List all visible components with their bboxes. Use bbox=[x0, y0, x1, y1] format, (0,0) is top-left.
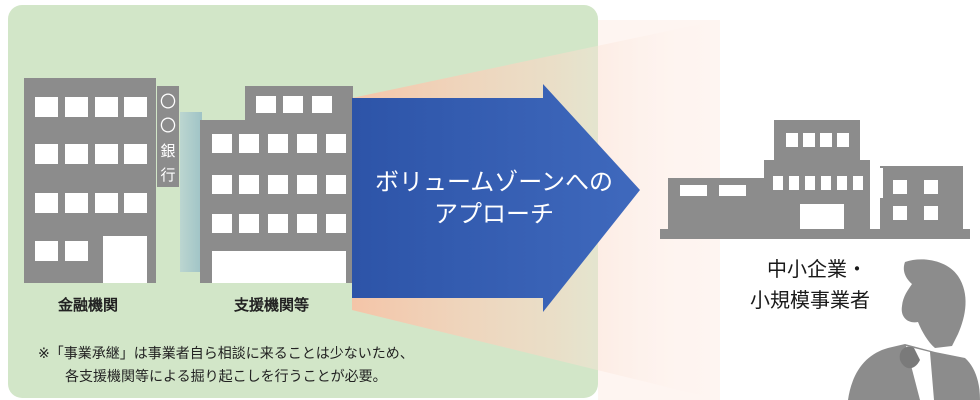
arrow-text-line2: アプローチ bbox=[434, 200, 554, 228]
target-label-line1: 中小企業・ bbox=[767, 257, 867, 281]
arrow-text-line1: ボリュームゾーンへの bbox=[375, 168, 613, 196]
bank-sign-char-2: 〇 bbox=[160, 116, 176, 135]
businessman-silhouette-icon bbox=[848, 259, 980, 400]
building-connector bbox=[180, 112, 202, 272]
support-office-building-icon bbox=[200, 86, 353, 283]
note-line1: ※「事業承継」は事業者自ら相談に来ることは少ないため、 bbox=[38, 346, 414, 362]
note-line2: 各支援機関等による掘り起こしを行うことが必要。 bbox=[65, 369, 387, 385]
bank-sign-char-1: 〇 bbox=[160, 92, 176, 111]
target-label-line2: 小規模事業者 bbox=[750, 288, 870, 312]
bank-building-icon bbox=[24, 78, 179, 283]
bank-sign-char-3: 銀 bbox=[160, 142, 175, 160]
support-label: 支援機関等 bbox=[234, 296, 310, 314]
bank-sign-char-4: 行 bbox=[160, 166, 175, 184]
bank-label: 金融機関 bbox=[58, 296, 119, 314]
approach-arrow-icon bbox=[352, 84, 640, 312]
sme-factory-icon bbox=[660, 120, 970, 239]
